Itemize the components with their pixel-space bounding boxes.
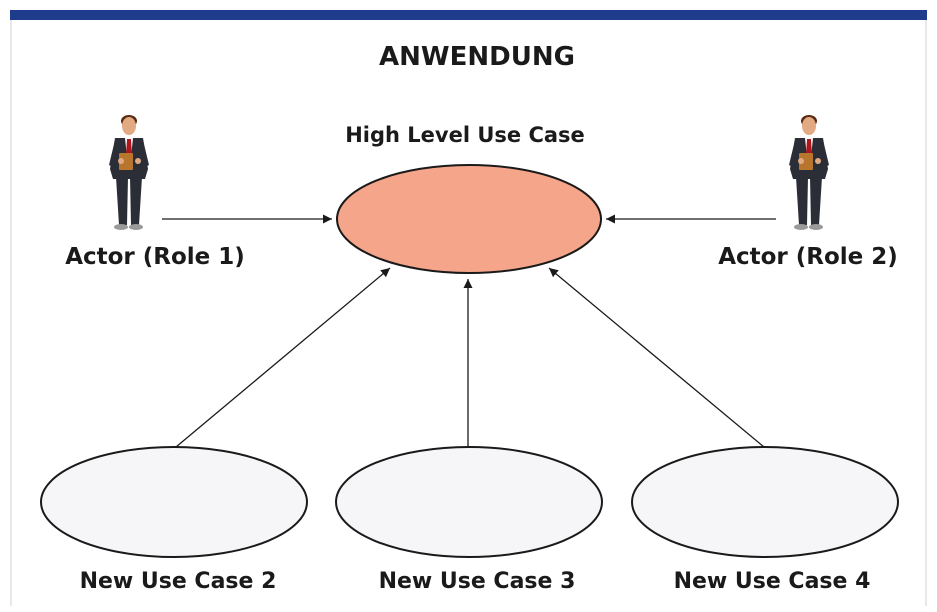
generalization-arrow-use-case-2 — [175, 267, 391, 448]
generalization-arrow-use-case-4 — [548, 267, 765, 448]
main-use-case-label: High Level Use Case — [345, 123, 585, 147]
actor-2-label: Actor (Role 2) — [718, 244, 898, 270]
use-case-4-ellipse — [631, 446, 899, 558]
actor-1-label: Actor (Role 1) — [65, 244, 245, 270]
use-case-2-label: New Use Case 2 — [80, 569, 277, 594]
use-case-2-ellipse — [40, 446, 308, 558]
use-case-4-label: New Use Case 4 — [674, 569, 871, 594]
use-case-3-ellipse — [335, 446, 603, 558]
use-case-3-label: New Use Case 3 — [379, 569, 576, 594]
actor-1-icon — [109, 115, 149, 230]
main-use-case-ellipse — [336, 164, 602, 274]
top-border-bar — [10, 10, 927, 20]
actor-2-icon — [789, 115, 829, 230]
diagram-title: ANWENDUNG — [379, 42, 575, 72]
